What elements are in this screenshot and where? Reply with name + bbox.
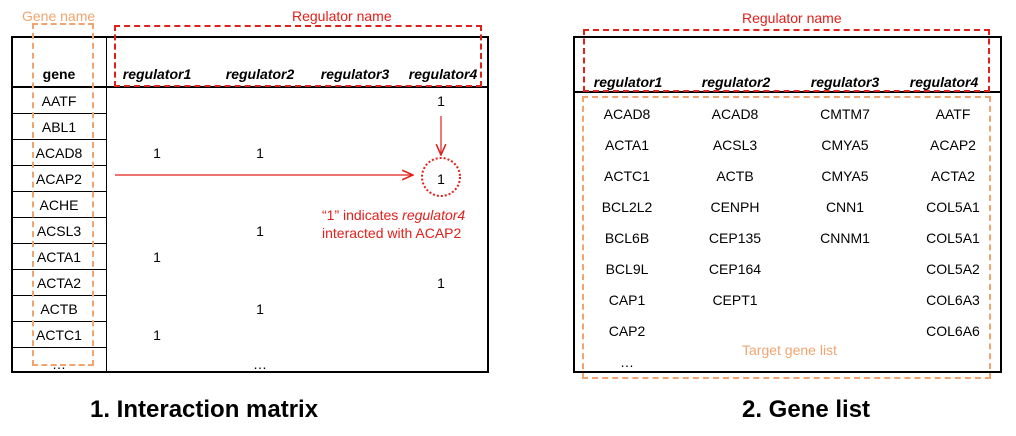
target-gene-item: CEPT1 [712, 292, 758, 308]
callout-line2: interacted with ACAP2 [322, 225, 462, 241]
target-gene-item: COL5A1 [926, 230, 980, 246]
target-gene-item: ACTA2 [930, 168, 976, 184]
target-gene-item: ACAP2 [930, 137, 976, 153]
target-gene-list-annotation: Target gene list [742, 342, 837, 358]
genelist-caption: 2. Gene list [742, 396, 871, 423]
target-gene-item: ACAD8 [711, 106, 759, 122]
target-gene-item: ACTA1 [604, 137, 650, 153]
callout-regulator: regulator4 [402, 207, 466, 223]
target-gene-item: … [620, 354, 634, 370]
matrix-cell-value: 1 [256, 223, 264, 239]
target-gene-item: CMYA5 [821, 137, 869, 153]
matrix-regulator4-header: regulator4 [408, 66, 478, 82]
target-gene-item: CAP1 [608, 292, 646, 308]
matrix-cell-value: 1 [256, 301, 264, 317]
gene-row-label: ACHE [12, 192, 106, 218]
gene-name-annotation: Gene name [22, 8, 96, 24]
genelist-regulator3-header: regulator3 [810, 74, 880, 90]
matrix-cell-value: 1 [256, 145, 264, 161]
matrix-regulator2-header: regulator2 [225, 66, 295, 82]
genelist-regulator-name-annotation: Regulator name [742, 10, 842, 26]
genelist-regulator1-header: regulator1 [593, 74, 663, 90]
matrix-cell-value: 1 [153, 327, 161, 343]
genelist-regulator-highlight-box [583, 29, 990, 92]
gene-row-label: ACTA2 [12, 270, 106, 296]
target-gene-item: ACTB [716, 168, 754, 184]
gene-row-label: ACTA1 [12, 244, 106, 270]
target-gene-item: CEP164 [708, 261, 762, 277]
matrix-arrows [115, 116, 461, 197]
regulator-name-annotation: Regulator name [292, 8, 392, 24]
target-gene-item: COL6A3 [926, 292, 980, 308]
gene-row-label: ACSL3 [12, 218, 106, 244]
target-gene-item: ACSL3 [712, 137, 758, 153]
matrix-cell-value: 1 [153, 249, 161, 265]
target-gene-item: CMTM7 [820, 106, 870, 122]
column-ellipsis: … [253, 356, 267, 372]
highlight-circle [421, 157, 461, 197]
target-gene-item: BCL2L2 [601, 199, 653, 215]
gene-column-header: gene [42, 66, 76, 82]
target-gene-item: CNN1 [825, 199, 865, 215]
matrix-header-divider [11, 86, 489, 88]
gene-row-label: ACTB [12, 296, 106, 322]
callout-quote: “1” indicates [322, 207, 403, 223]
matrix-cell-value: 1 [437, 171, 445, 187]
target-gene-item: COL6A6 [926, 323, 980, 339]
target-gene-item: CAP2 [608, 323, 646, 339]
gene-row-label: ACAP2 [12, 166, 106, 192]
genelist-regulator4-header: regulator4 [909, 74, 979, 90]
matrix-regulator1-header: regulator1 [122, 66, 192, 82]
target-gene-item: AATF [935, 106, 971, 122]
target-gene-item: ACTC1 [604, 168, 650, 184]
regulator-name-highlight-box [114, 25, 482, 87]
target-gene-item: ACAD8 [603, 106, 651, 122]
target-gene-item: BCL9L [605, 261, 649, 277]
target-gene-item: CENPH [710, 199, 760, 215]
target-gene-highlight-box [582, 96, 991, 379]
genelist-header-divider [573, 91, 1002, 93]
target-gene-item: BCL6B [604, 230, 650, 246]
gene-row-label: ABL1 [12, 114, 106, 140]
target-gene-item: COL5A2 [926, 261, 980, 277]
gene-row-label: AATF [12, 88, 106, 114]
gene-name-highlight-box [32, 23, 94, 366]
genelist-table-frame [573, 36, 1002, 373]
interaction-callout: “1” indicates regulator4 interacted with… [322, 206, 465, 242]
target-gene-item: COL5A1 [926, 199, 980, 215]
gene-row-label: ACAD8 [12, 140, 106, 166]
target-gene-item: CNNM1 [820, 230, 870, 246]
matrix-table-frame [11, 36, 489, 373]
matrix-caption: 1. Interaction matrix [90, 396, 319, 423]
genelist-regulator2-header: regulator2 [701, 74, 771, 90]
matrix-regulator3-header: regulator3 [320, 66, 390, 82]
matrix-cell-value: 1 [437, 275, 445, 291]
target-gene-item: CMYA5 [821, 168, 869, 184]
matrix-cell-value: 1 [153, 145, 161, 161]
matrix-cell-value: 1 [437, 93, 445, 109]
gene-row-label: ACTC1 [12, 322, 106, 348]
matrix-gene-column-divider [106, 36, 107, 373]
target-gene-item: CEP135 [708, 230, 762, 246]
